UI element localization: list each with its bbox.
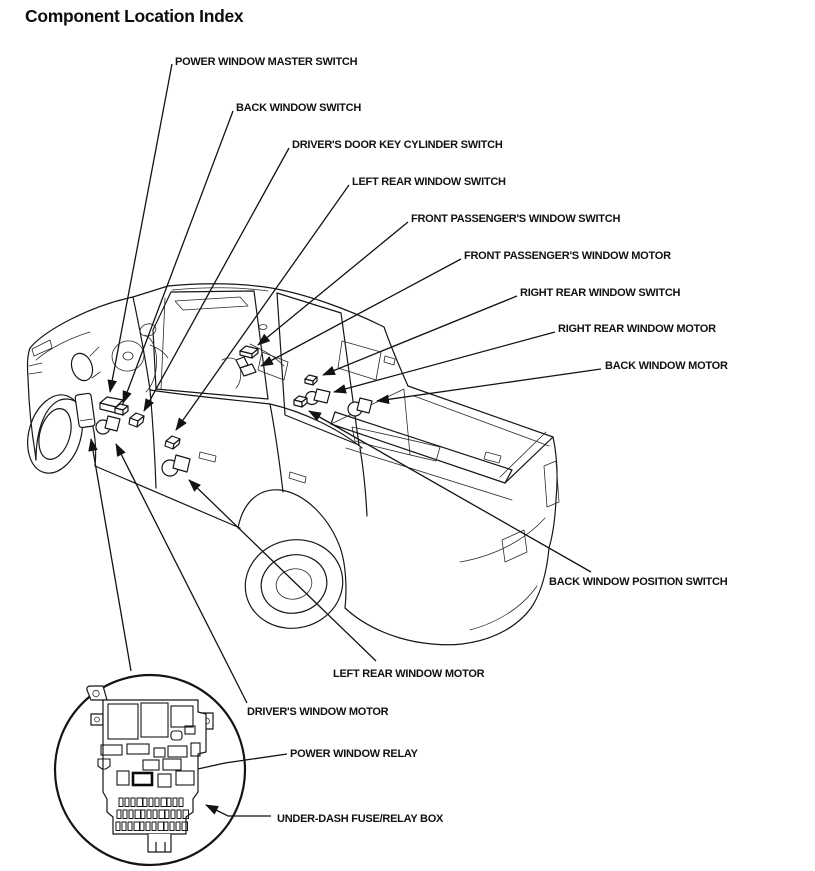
fuse-relay-box-drawing [86, 685, 214, 853]
front-passengers-window-switch-marker [239, 345, 259, 359]
label-under-dash-fuse-relay-box: UNDER-DASH FUSE/RELAY BOX [277, 813, 444, 825]
right-rear-window-switch-marker [304, 374, 318, 386]
back-window-motor-marker [347, 397, 373, 417]
leader-lines [88, 63, 602, 817]
power-window-relay-highlight [131, 771, 154, 787]
back-window-switch-marker [114, 403, 129, 416]
label-front-passengers-window-switch: FRONT PASSENGER'S WINDOW SWITCH [411, 213, 621, 225]
right-rear-window-motor-marker [304, 388, 331, 406]
label-back-window-motor: BACK WINDOW MOTOR [605, 360, 728, 372]
label-right-rear-window-switch: RIGHT REAR WINDOW SWITCH [520, 287, 681, 299]
label-power-window-relay: POWER WINDOW RELAY [290, 748, 418, 760]
label-power-window-master-switch: POWER WINDOW MASTER SWITCH [175, 56, 358, 68]
inset-connector-line [88, 438, 132, 672]
page-title: Component Location Index [25, 6, 244, 26]
truck-windows [70, 290, 396, 517]
back-window-position-switch-leader [308, 410, 592, 573]
left-rear-window-switch-leader [175, 184, 350, 431]
label-right-rear-window-motor: RIGHT REAR WINDOW MOTOR [558, 323, 716, 335]
label-left-rear-window-motor: LEFT REAR WINDOW MOTOR [333, 668, 485, 680]
side-mirror-icon [70, 346, 101, 382]
under-dash-fuse-relay-box-leader [205, 804, 271, 817]
fuse-relay-box-inset [53, 673, 247, 867]
front-passengers-window-motor-marker [235, 356, 257, 377]
right-rear-window-motor-leader [333, 331, 556, 394]
truck-interior [111, 323, 289, 393]
front-passengers-window-motor-leader [260, 258, 462, 367]
label-back-window-position-switch: BACK WINDOW POSITION SWITCH [549, 576, 728, 588]
back-window-motor-leader [376, 368, 602, 405]
inset-circle [53, 673, 247, 867]
truck-drawing [26, 283, 560, 646]
back-window-switch-leader [122, 110, 234, 404]
label-front-passengers-window-motor: FRONT PASSENGER'S WINDOW MOTOR [464, 250, 671, 262]
label-back-window-switch: BACK WINDOW SWITCH [236, 102, 362, 114]
right-rear-window-switch-leader [322, 295, 518, 376]
label-drivers-door-key-cylinder-switch: DRIVER'S DOOR KEY CYLINDER SWITCH [292, 139, 503, 151]
left-rear-window-motor-leader [188, 479, 377, 662]
label-drivers-window-motor: DRIVER'S WINDOW MOTOR [247, 706, 389, 718]
drivers-door-key-cylinder-switch-leader [143, 147, 290, 412]
truck-bed [330, 388, 560, 631]
truck-body [26, 283, 558, 646]
fuse-box-location [74, 392, 96, 429]
label-left-rear-window-switch: LEFT REAR WINDOW SWITCH [352, 176, 506, 188]
fuse-slot-grid [115, 797, 189, 831]
front-passengers-window-switch-leader [257, 221, 409, 346]
back-window-position-switch-marker [293, 395, 308, 408]
front-wheel-icon [27, 394, 83, 474]
drivers-door-key-cylinder-switch-marker [128, 412, 145, 428]
drivers-window-motor-leader [115, 443, 248, 704]
component-markers [95, 345, 373, 477]
left-rear-window-switch-marker [164, 435, 181, 450]
rear-wheel-icon [244, 539, 344, 629]
left-rear-window-motor-marker [161, 454, 191, 477]
power-window-master-switch-leader [107, 63, 173, 393]
drivers-window-motor-marker [95, 415, 121, 435]
